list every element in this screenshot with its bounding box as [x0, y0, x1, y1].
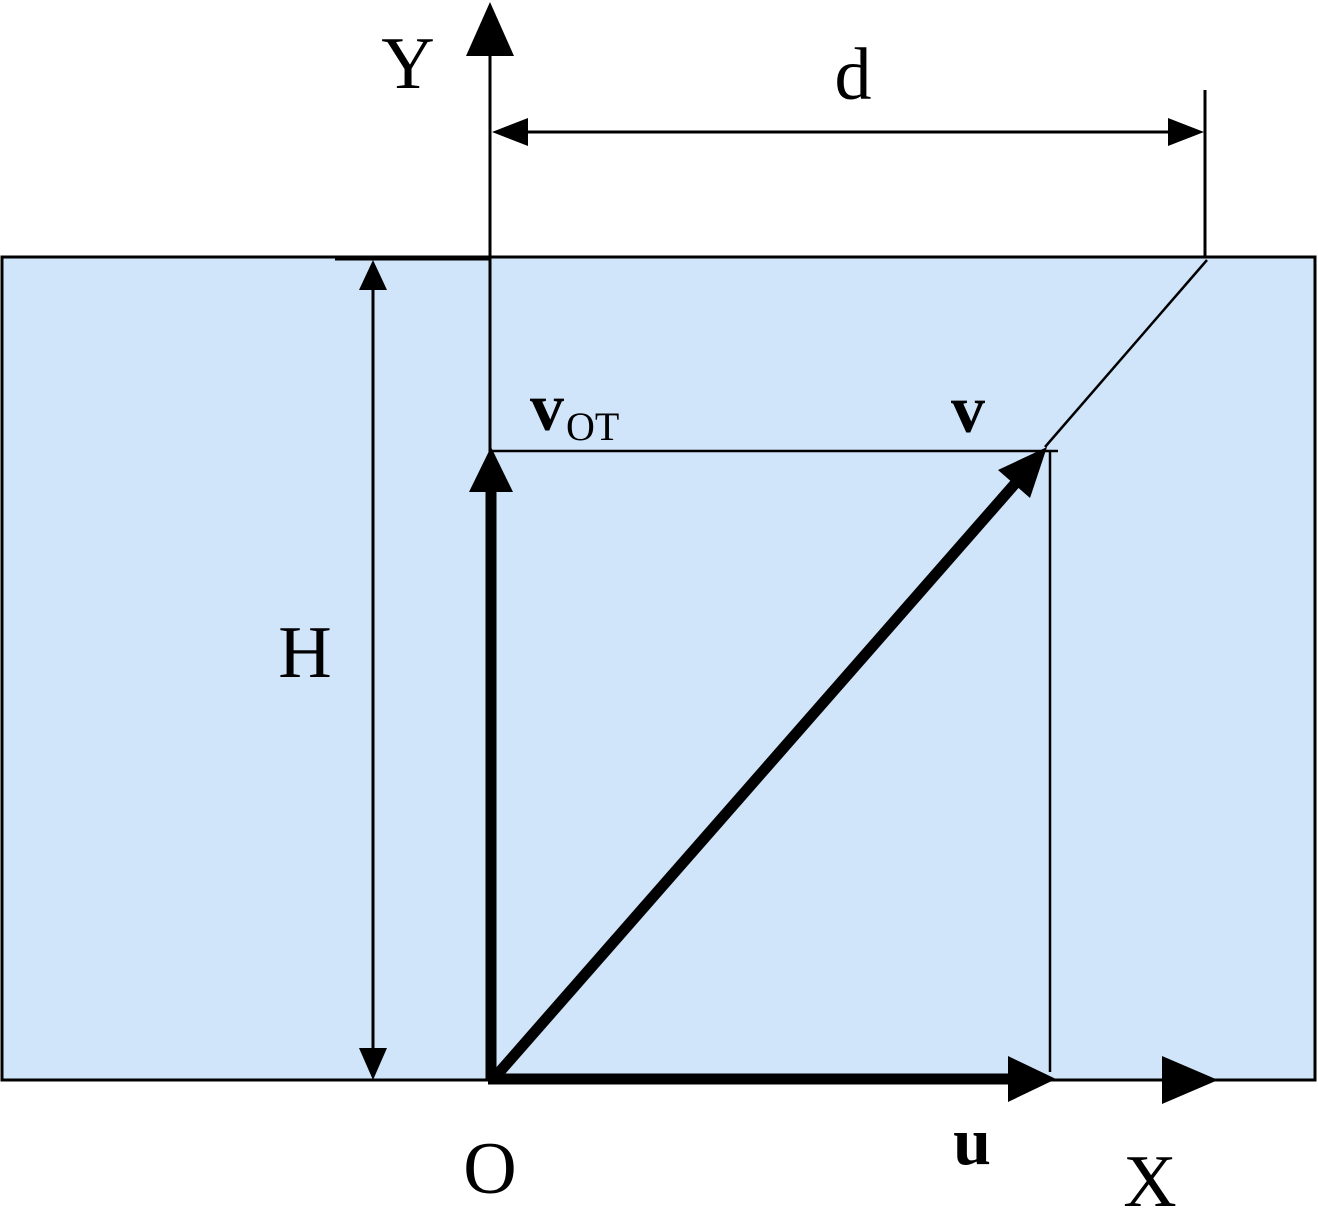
- relative-velocity-vector: [469, 447, 513, 1080]
- distance-arrow-right: [1168, 118, 1204, 146]
- y-axis-label: Y: [381, 23, 434, 105]
- distance-dimension: [492, 90, 1207, 257]
- height-arrow-bottom: [359, 1048, 387, 1080]
- height-arrow-top: [359, 260, 387, 290]
- x-axis: [1050, 1056, 1218, 1104]
- distance-arrow-left: [492, 118, 528, 146]
- resultant-velocity-label: v: [951, 371, 985, 447]
- relative-velocity-label-subscript: ОТ: [566, 404, 619, 449]
- relative-velocity-label: vОТ: [530, 369, 619, 449]
- x-axis-arrowhead: [1162, 1056, 1218, 1104]
- construction-lines: [490, 259, 1208, 1072]
- resultant-velocity-vector: [491, 447, 1047, 1080]
- origin-label: O: [463, 1128, 516, 1209]
- distance-label: d: [835, 34, 872, 116]
- current-velocity-label: u: [953, 1103, 991, 1179]
- y-axis-arrowhead: [466, 2, 514, 56]
- height-dimension: [320, 257, 490, 1082]
- river-region: [0, 255, 1317, 1082]
- relative-velocity-label-main: v: [530, 369, 564, 445]
- x-axis-label: X: [1123, 1141, 1176, 1209]
- height-label: H: [278, 612, 331, 694]
- current-velocity-vector: [488, 1056, 1056, 1102]
